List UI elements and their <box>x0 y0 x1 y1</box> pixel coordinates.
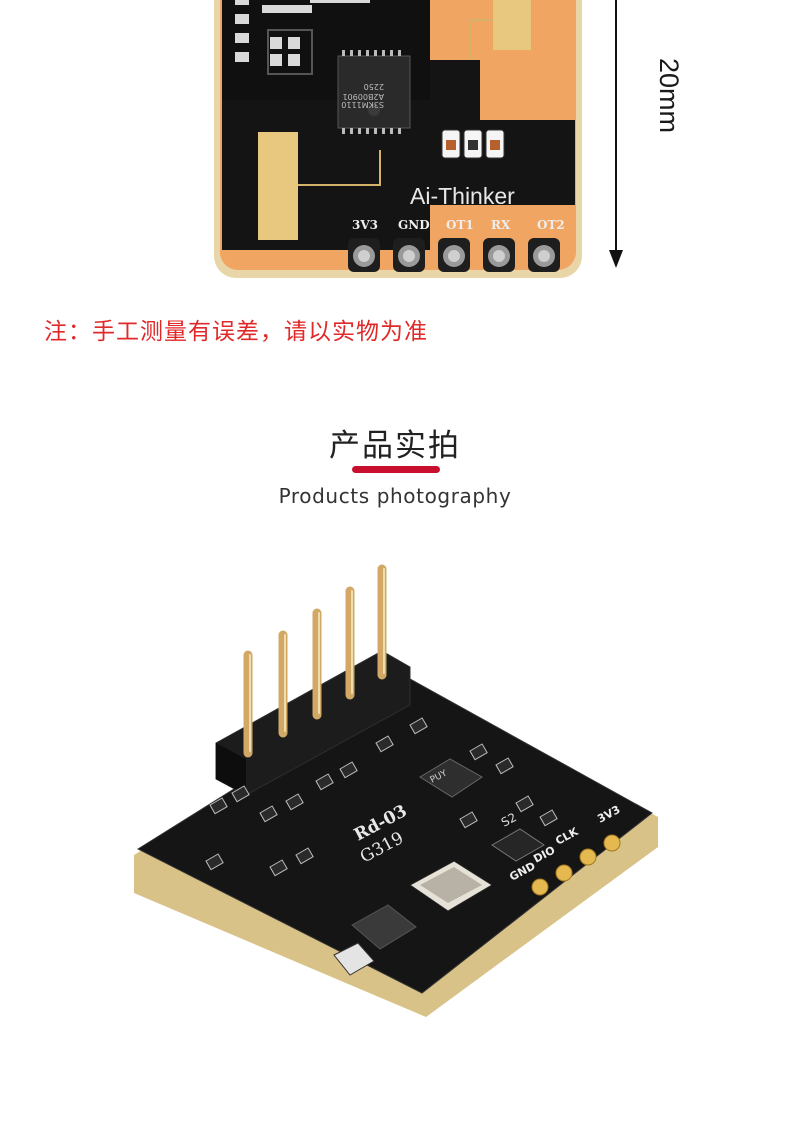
pin-label-rx: RX <box>491 218 511 232</box>
pin-label-3v3: 3V3 <box>352 218 378 232</box>
dimension-label: 20mm <box>648 40 688 150</box>
component-label-s2: S2 <box>499 810 519 830</box>
section-title: 产品实拍 <box>329 428 461 464</box>
section-subtitle: Products photography <box>278 484 512 508</box>
top-chip-marking-1: 2250 <box>364 82 384 91</box>
bottom-chip: PUY <box>419 758 483 798</box>
top-chip-marking-3: S3KM1110 <box>341 100 384 109</box>
measurement-note: 注：手工测量有误差，请以实物为准 <box>44 319 428 345</box>
top-chip-marking-2: A2B00901 <box>343 92 385 101</box>
pin-label-ot1: OT1 <box>446 218 474 232</box>
board-brand-label: Ai-Thinker <box>410 183 515 209</box>
bottom-board-photo: PUY S2 <box>120 555 680 1025</box>
dimension-arrow <box>609 0 623 268</box>
pin-label-ot2: OT2 <box>537 218 565 232</box>
top-board-photo: 2250 A2B00901 S3KM1110 Ai-Thinker <box>0 0 790 290</box>
top-chip: 2250 A2B00901 S3KM1110 <box>337 55 411 129</box>
pin-label-gnd: GND <box>398 218 430 232</box>
title-accent-bar <box>352 466 440 473</box>
dimension-text: 20mm <box>653 57 684 133</box>
